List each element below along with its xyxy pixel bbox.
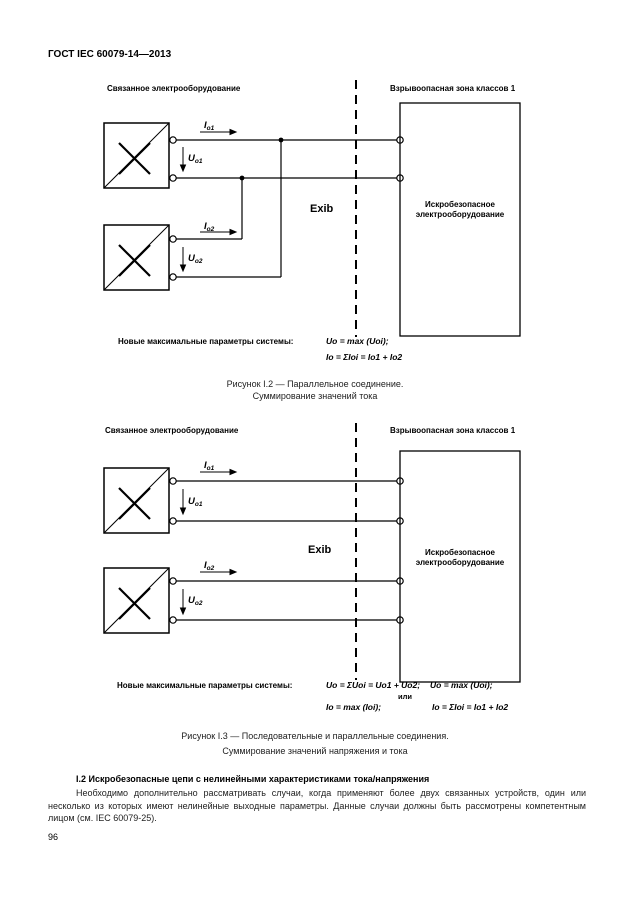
formula-current-sum: Io = ΣIoi = Io1 + Io2 [432,702,508,712]
wiring [176,480,397,621]
voltage-label-2: Uo2 [188,253,203,265]
voltage-label-2: Uo2 [188,595,203,607]
associated-equipment-label: Связанное электрооборудование [105,426,239,435]
current-label-2: Io2 [204,560,215,572]
or-label: или [398,692,412,701]
current-label-1: Io1 [204,460,215,472]
current-label-1: Io1 [204,120,215,132]
current-label-2: Io2 [204,221,215,233]
figure-series-parallel-connection: Связанное электрооборудование Взрывоопас… [103,423,521,712]
associated-device-2 [103,224,170,291]
device-label-line2: электрооборудование [416,558,505,567]
device-label-line1: Искробезопасное [425,548,495,557]
system-params-label: Новые максимальные параметры системы: [117,681,292,690]
arrows [179,468,238,616]
section-paragraph: Необходимо дополнительно рассматривать с… [48,788,586,823]
voltage-label-1: Uo1 [188,153,203,165]
exib-label: Exib [308,544,332,556]
formula-current-max: Io = max (Ioi); [326,702,381,712]
figure-caption-2-line2: Суммирование значений напряжения и тока [222,746,408,756]
voltage-label-1: Uo1 [188,496,203,508]
hazardous-zone-label: Взрывоопасная зона классов 1 [390,426,516,435]
formula-current: Io = ΣIoi = Io1 + Io2 [326,352,402,362]
associated-device-2 [103,567,170,634]
terminals [169,136,404,281]
wiring [176,139,397,278]
device-label-line2: электрооборудование [416,210,505,219]
system-params-label: Новые максимальные параметры системы: [118,337,293,346]
device-label-line1: Искробезопасное [425,200,495,209]
formula-voltage-max: Uo = max (Uoi); [430,680,493,690]
associated-equipment-label: Связанное электрооборудование [107,84,241,93]
intrinsically-safe-device [399,102,521,337]
section-heading: I.2 Искробезопасные цепи с нелинейными х… [76,774,430,784]
associated-device-1 [103,122,170,189]
associated-device-1 [103,467,170,534]
intrinsically-safe-device [399,450,521,683]
hazardous-zone-label: Взрывоопасная зона классов 1 [390,84,516,93]
figure-caption-1-line1: Рисунок I.2 — Параллельное соединение. [226,379,404,389]
formula-voltage: Uo = max (Uoi); [326,336,389,346]
figure-caption-1-line2: Суммирование значений тока [252,391,378,401]
page-number: 96 [48,832,59,842]
figure-caption-2-line1: Рисунок I.3 — Последовательные и паралле… [181,731,449,741]
junction-dots [239,137,284,181]
document-header: ГОСТ IEC 60079-14—2013 [48,49,172,60]
figure-parallel-connection: Связанное электрооборудование Взрывоопас… [103,80,521,362]
terminals [169,477,404,624]
formula-voltage-sum: Uo = ΣUoi = Uo1 + Uo2; [326,680,420,690]
exib-label: Exib [310,203,334,215]
arrows [179,128,238,273]
